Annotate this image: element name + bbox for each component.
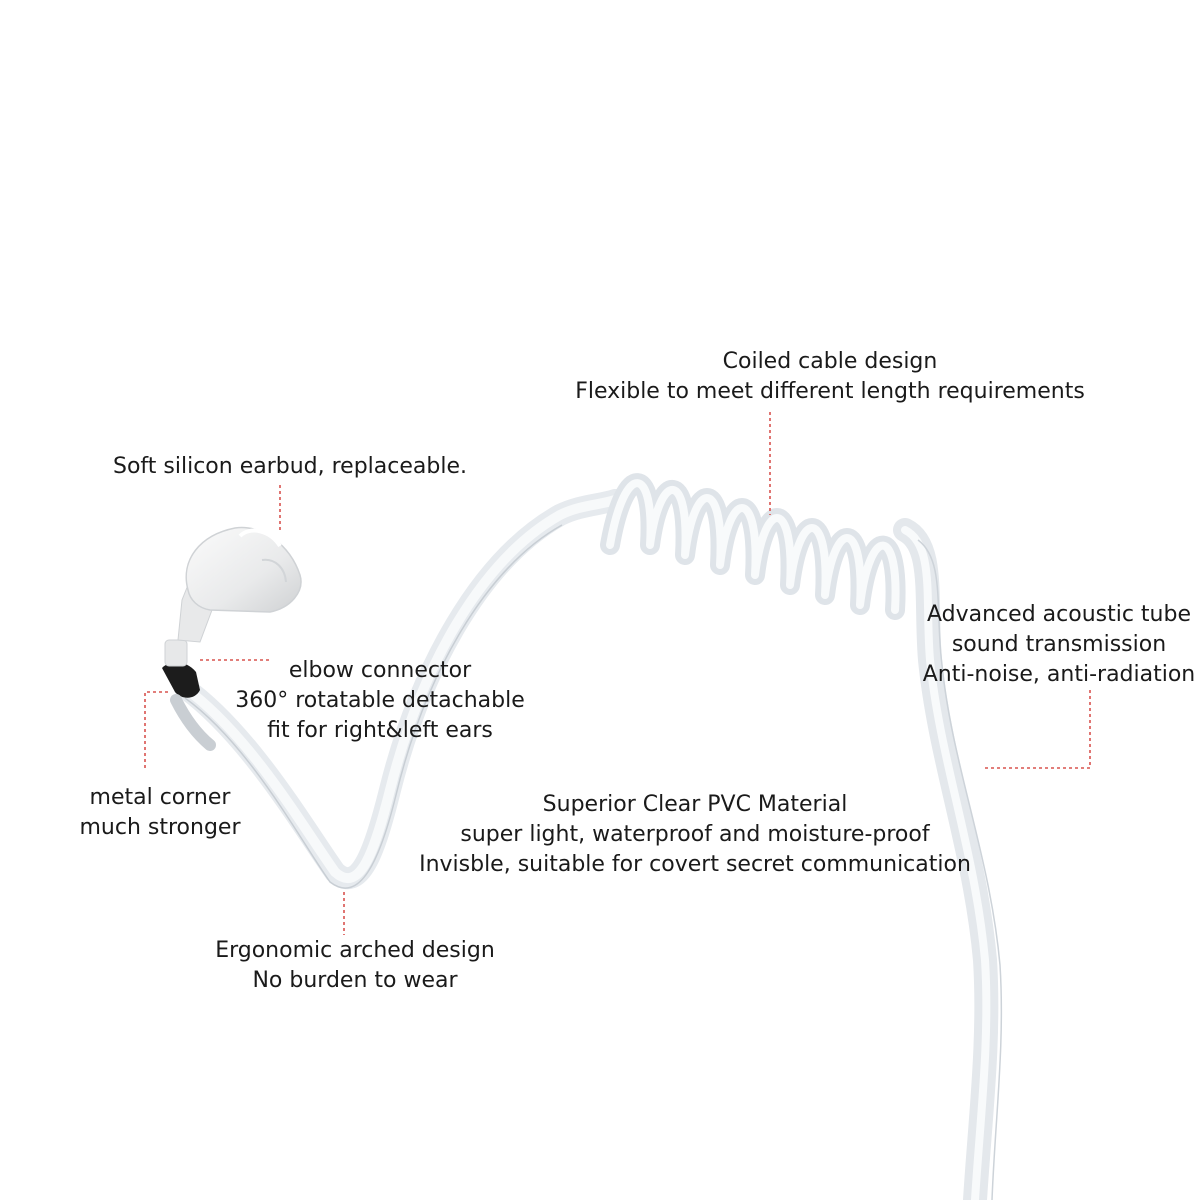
acoustic-tube-feature: Anti-noise, anti-radiation [922, 662, 1196, 687]
pvc-material-desc: super light, waterproof and moisture-pro… [460, 822, 930, 847]
callout-metal-corner: metal corner much stronger [70, 783, 250, 843]
acoustic-tube-icon [174, 489, 626, 889]
callout-coiled-cable: Coiled cable design Flexible to meet dif… [565, 347, 1095, 407]
silicone-earbud-icon [177, 526, 302, 643]
elbow-connector-title: elbow connector [288, 658, 472, 683]
callout-elbow-connector: elbow connector 360° rotatable detachabl… [225, 656, 535, 746]
callout-earbud: Soft silicon earbud, replaceable. [100, 452, 480, 482]
coiled-cable-title: Coiled cable design [722, 349, 938, 374]
coiled-cable-icon [600, 473, 906, 620]
elbow-connector-desc: 360° rotatable detachable [235, 688, 525, 713]
callout-ergonomic: Ergonomic arched design No burden to wea… [200, 936, 510, 996]
tube-edge [184, 524, 563, 889]
pvc-material-title: Superior Clear PVC Material [542, 792, 848, 817]
metal-corner-title: metal corner [89, 785, 231, 810]
tube-inner [180, 495, 620, 884]
pvc-material-use: Invisble, suitable for covert secret com… [419, 852, 971, 877]
elbow-connector-fit: fit for right&left ears [267, 718, 493, 743]
tube-lead [893, 518, 1003, 1200]
acoustic-tube-desc: sound transmission [951, 632, 1167, 657]
callout-acoustic-tube: Advanced acoustic tube sound transmissio… [918, 600, 1200, 690]
callout-lines [144, 412, 1091, 935]
earbud-desc: Soft silicon earbud, replaceable. [113, 454, 467, 479]
ergonomic-title: Ergonomic arched design [215, 938, 495, 963]
acoustic-tube-title: Advanced acoustic tube [927, 602, 1191, 627]
callout-line-acoustic [985, 690, 1091, 769]
metal-corner-desc: much stronger [79, 815, 241, 840]
callout-pvc-material: Superior Clear PVC Material super light,… [405, 790, 985, 880]
coiled-cable-desc: Flexible to meet different length requir… [575, 379, 1085, 404]
ergonomic-desc: No burden to wear [252, 968, 458, 993]
elbow-connector-icon [162, 639, 216, 751]
coil-inner [606, 479, 900, 614]
callout-line-metal [144, 691, 168, 770]
